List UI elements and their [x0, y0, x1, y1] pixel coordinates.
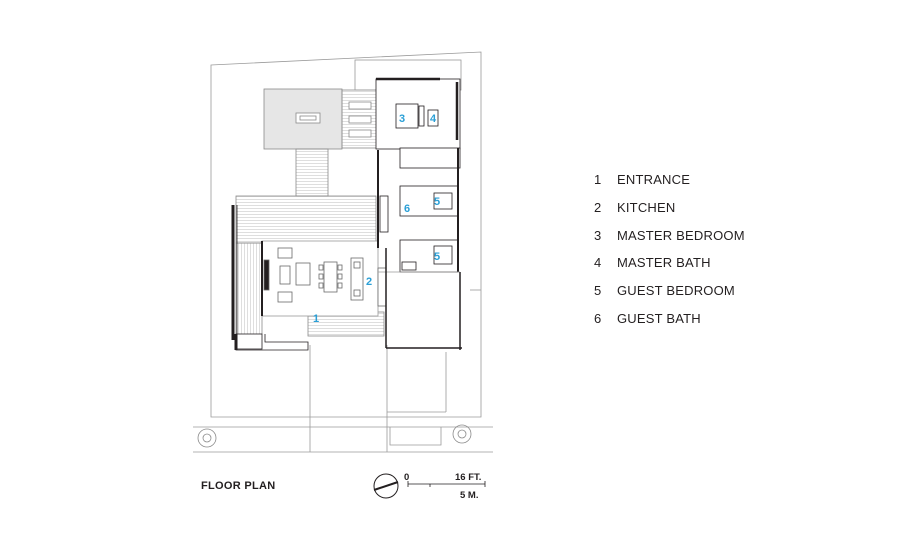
legend-item: 6 GUEST BATH — [594, 309, 745, 337]
legend-item: 3 MASTER BEDROOM — [594, 226, 745, 254]
legend-number: 5 — [594, 283, 602, 299]
room-label-master-bath: 4 — [430, 113, 437, 125]
legend-label: KITCHEN — [617, 199, 676, 215]
scale-meters: 5 M. — [460, 490, 478, 501]
legend-number: 2 — [594, 199, 602, 215]
room-label-kitchen: 2 — [366, 276, 372, 288]
legend-item: 2 KITCHEN — [594, 198, 745, 226]
tree-icon — [197, 428, 217, 448]
room-label-guest-bedroom: 5 — [434, 251, 440, 263]
legend-label: ENTRANCE — [617, 172, 691, 187]
bedroom-wing — [354, 59, 481, 350]
tree-icon — [452, 424, 472, 444]
legend-number: 6 — [594, 310, 602, 326]
room-label-guest-bedroom: 5 — [434, 196, 440, 208]
legend-label: GUEST BEDROOM — [617, 283, 735, 299]
north-arrow-icon — [373, 473, 399, 499]
plan-caption: FLOOR PLAN — [201, 480, 276, 492]
main-deck — [231, 195, 385, 340]
room-label-entrance: 1 — [313, 313, 319, 325]
legend-item: 4 MASTER BATH — [594, 253, 745, 281]
legend-item: 1 ENTRANCE — [594, 170, 745, 198]
legend-label: MASTER BEDROOM — [617, 227, 745, 243]
room-label-guest-bath: 6 — [404, 203, 410, 215]
room-legend: 1 ENTRANCE 2 KITCHEN 3 MASTER BEDROOM 4 MAST… — [594, 170, 745, 337]
entrance-block — [234, 333, 462, 452]
scale-zero: 0 — [404, 472, 409, 483]
legend-label: GUEST BATH — [617, 310, 701, 326]
living-area — [261, 240, 387, 317]
legend-number: 1 — [594, 172, 602, 187]
legend-label: MASTER BATH — [617, 255, 711, 271]
legend-item: 5 GUEST BEDROOM — [594, 281, 745, 309]
legend-number: 3 — [594, 227, 602, 243]
property-boundary — [193, 51, 493, 453]
legend-number: 4 — [594, 255, 602, 271]
pool-terrace — [263, 88, 380, 197]
scale-feet: 16 FT. — [455, 472, 481, 483]
scale-bar — [407, 481, 486, 487]
room-label-master-bedroom: 3 — [399, 113, 405, 125]
